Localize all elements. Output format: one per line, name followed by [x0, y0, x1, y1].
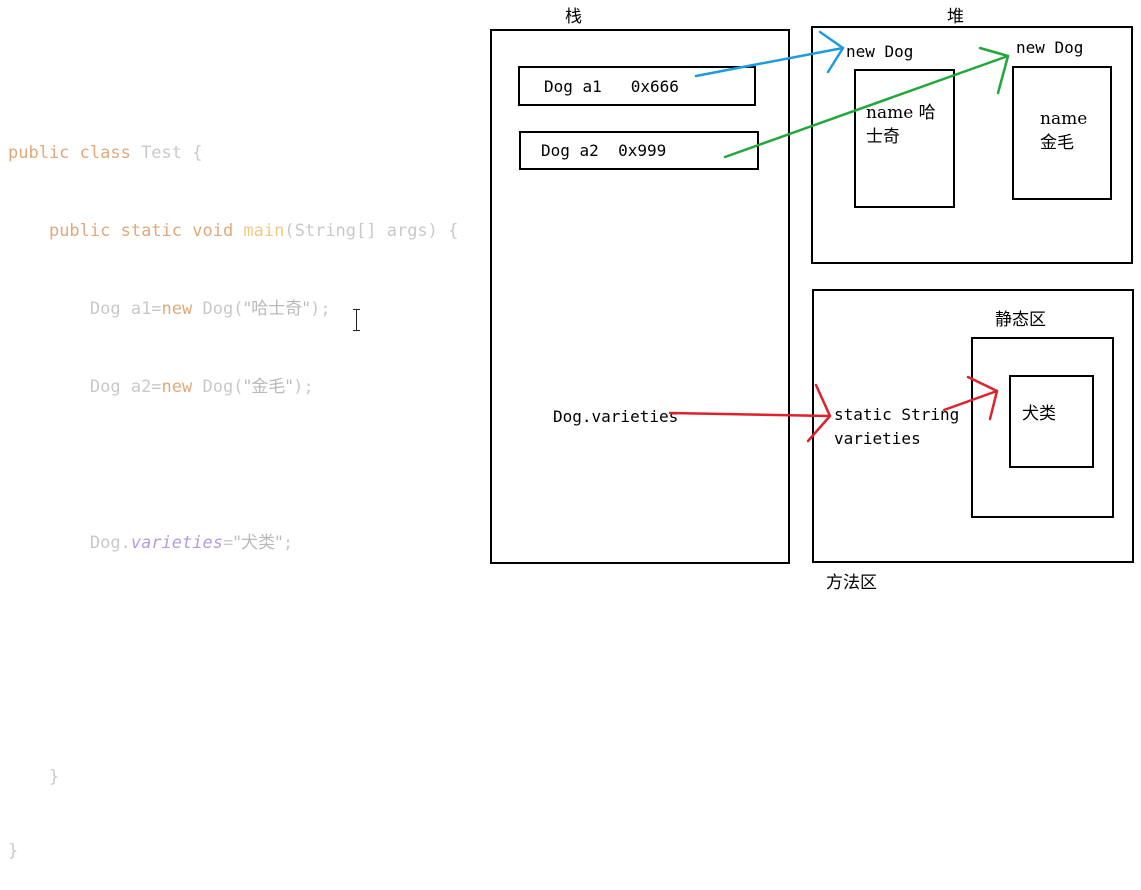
- static-value-label: 犬类: [1022, 404, 1056, 424]
- code-line-blank: [8, 686, 458, 712]
- indent: [8, 533, 90, 553]
- static-area-region: [971, 337, 1114, 518]
- keyword: new: [161, 377, 203, 397]
- stack-var-a1-label: Dog a1 0x666: [544, 77, 679, 96]
- method-static-field-line2: varieties: [834, 429, 921, 448]
- method-name: main: [243, 221, 285, 241]
- code-line-dog-a1: Dog a1=new Dog("哈士奇");: [8, 296, 458, 322]
- brace: }: [48, 767, 60, 787]
- code-line-dog-a2: Dog a2=new Dog("金毛");: [8, 374, 458, 400]
- code-line-main-close: }: [8, 764, 458, 790]
- heap-obj1-header: new Dog: [846, 42, 914, 61]
- static-value-box: [1009, 375, 1094, 468]
- code-line-blank: [8, 608, 458, 634]
- indent: [8, 221, 49, 241]
- code-line-main-decl: public static void main(String[] args) {: [8, 218, 458, 244]
- indent: [8, 767, 49, 787]
- stack-var-a2-label: Dog a2 0x999: [541, 141, 667, 160]
- static-area-title: 静态区: [995, 310, 1046, 330]
- method-args: (String[] args) {: [284, 221, 459, 241]
- string-literal: "金毛": [243, 377, 294, 397]
- heap-obj2-field: name 金毛: [1040, 109, 1088, 153]
- indent: [8, 377, 90, 397]
- code-line-blank: [8, 452, 458, 478]
- code-editor[interactable]: public class Test { public static void m…: [8, 88, 458, 890]
- keyword: public static void: [48, 221, 244, 241]
- text-cursor-icon: [352, 309, 362, 331]
- code-text: ;: [282, 533, 294, 553]
- heap-title: 堆: [947, 7, 964, 27]
- code-text: Dog a2=: [89, 377, 162, 397]
- keyword: public class: [8, 143, 142, 163]
- code-text: Dog(: [202, 377, 244, 397]
- method-area-title: 方法区: [826, 573, 877, 593]
- stack-region: [490, 29, 790, 564]
- code-text: );: [310, 299, 331, 319]
- code-text: Dog a1=: [89, 299, 162, 319]
- code-text: );: [293, 377, 314, 397]
- heap-obj2-header: new Dog: [1016, 38, 1084, 57]
- string-literal: "犬类": [233, 533, 283, 553]
- class-ref: Dog.: [89, 533, 131, 553]
- brace: {: [182, 143, 203, 163]
- code-line-class-decl: public class Test {: [8, 140, 458, 166]
- code-text: Dog(: [202, 299, 244, 319]
- stack-title: 栈: [565, 7, 582, 27]
- code-text: =: [222, 533, 234, 553]
- heap-obj2-box: [1012, 66, 1112, 200]
- code-line-class-close: }: [8, 838, 458, 864]
- stack-static-ref-label: Dog.varieties: [553, 407, 679, 426]
- method-static-field-line1: static String: [834, 405, 960, 424]
- code-line-static-assign: Dog.varieties="犬类";: [8, 530, 458, 556]
- keyword: new: [161, 299, 203, 319]
- indent: [8, 299, 90, 319]
- heap-obj1-field: name 哈 士奇: [866, 103, 936, 147]
- class-name: Test: [141, 143, 183, 163]
- brace: }: [8, 841, 19, 861]
- string-literal: "哈士奇": [243, 299, 311, 319]
- static-field: varieties: [130, 533, 223, 553]
